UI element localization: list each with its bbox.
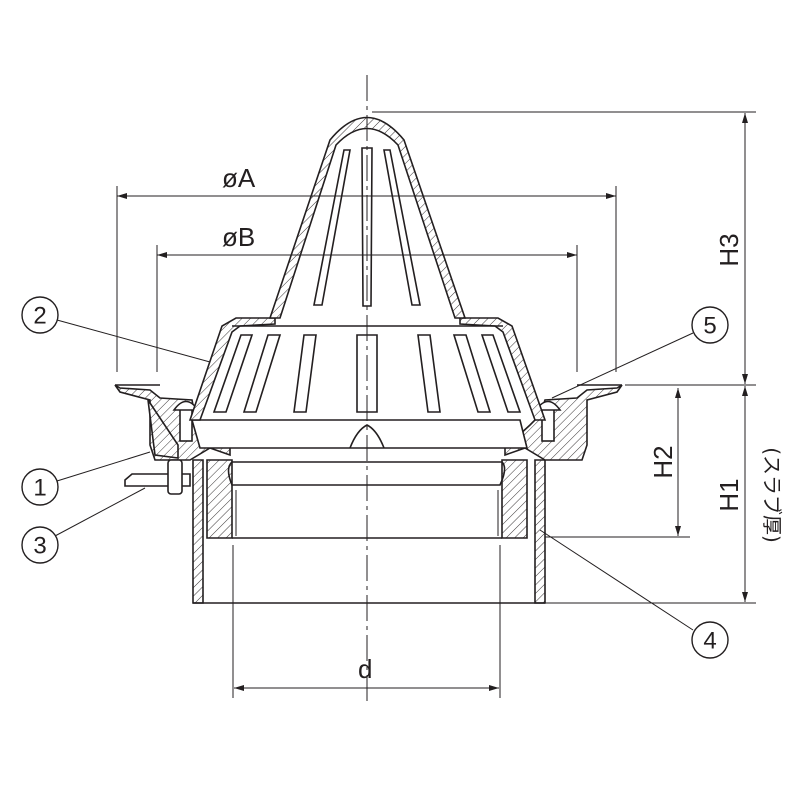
- callout-5-label: 5: [703, 313, 716, 340]
- dimension-dia-b: øB: [222, 222, 255, 252]
- outlet-tube-left-wall: [192, 459, 204, 604]
- dimension-d: d: [358, 654, 372, 684]
- clamp-bolt: [167, 459, 183, 495]
- dimension-h1: H1: [714, 478, 744, 511]
- dimension-h2: H2: [648, 445, 678, 478]
- callout-2-label: 2: [33, 303, 46, 330]
- callout-3-label: 3: [33, 533, 46, 560]
- outlet-tube-right-wall: [534, 459, 546, 604]
- callout-5: 5: [691, 306, 729, 344]
- dimension-dia-a: øA: [222, 163, 256, 193]
- extension-lines: [116, 111, 756, 698]
- flange-right: [504, 384, 623, 461]
- callout-2: 2: [21, 296, 59, 334]
- dimension-lines: [117, 113, 748, 691]
- callout-1-label: 1: [33, 475, 46, 502]
- sleeve-right: [501, 459, 528, 539]
- callout-3: 3: [21, 526, 59, 564]
- dimension-h3: H3: [714, 233, 744, 266]
- dome-cone: [268, 116, 467, 319]
- leader-lines: [54, 319, 694, 631]
- drain-body: [114, 116, 623, 604]
- callout-4-label: 4: [703, 628, 716, 655]
- callout-4: 4: [691, 621, 729, 659]
- dome-right-wall: [459, 317, 547, 421]
- slab-thickness-note: (スラブ厚): [760, 447, 784, 543]
- callout-1: 1: [21, 468, 59, 506]
- dome-left-wall: [188, 317, 276, 421]
